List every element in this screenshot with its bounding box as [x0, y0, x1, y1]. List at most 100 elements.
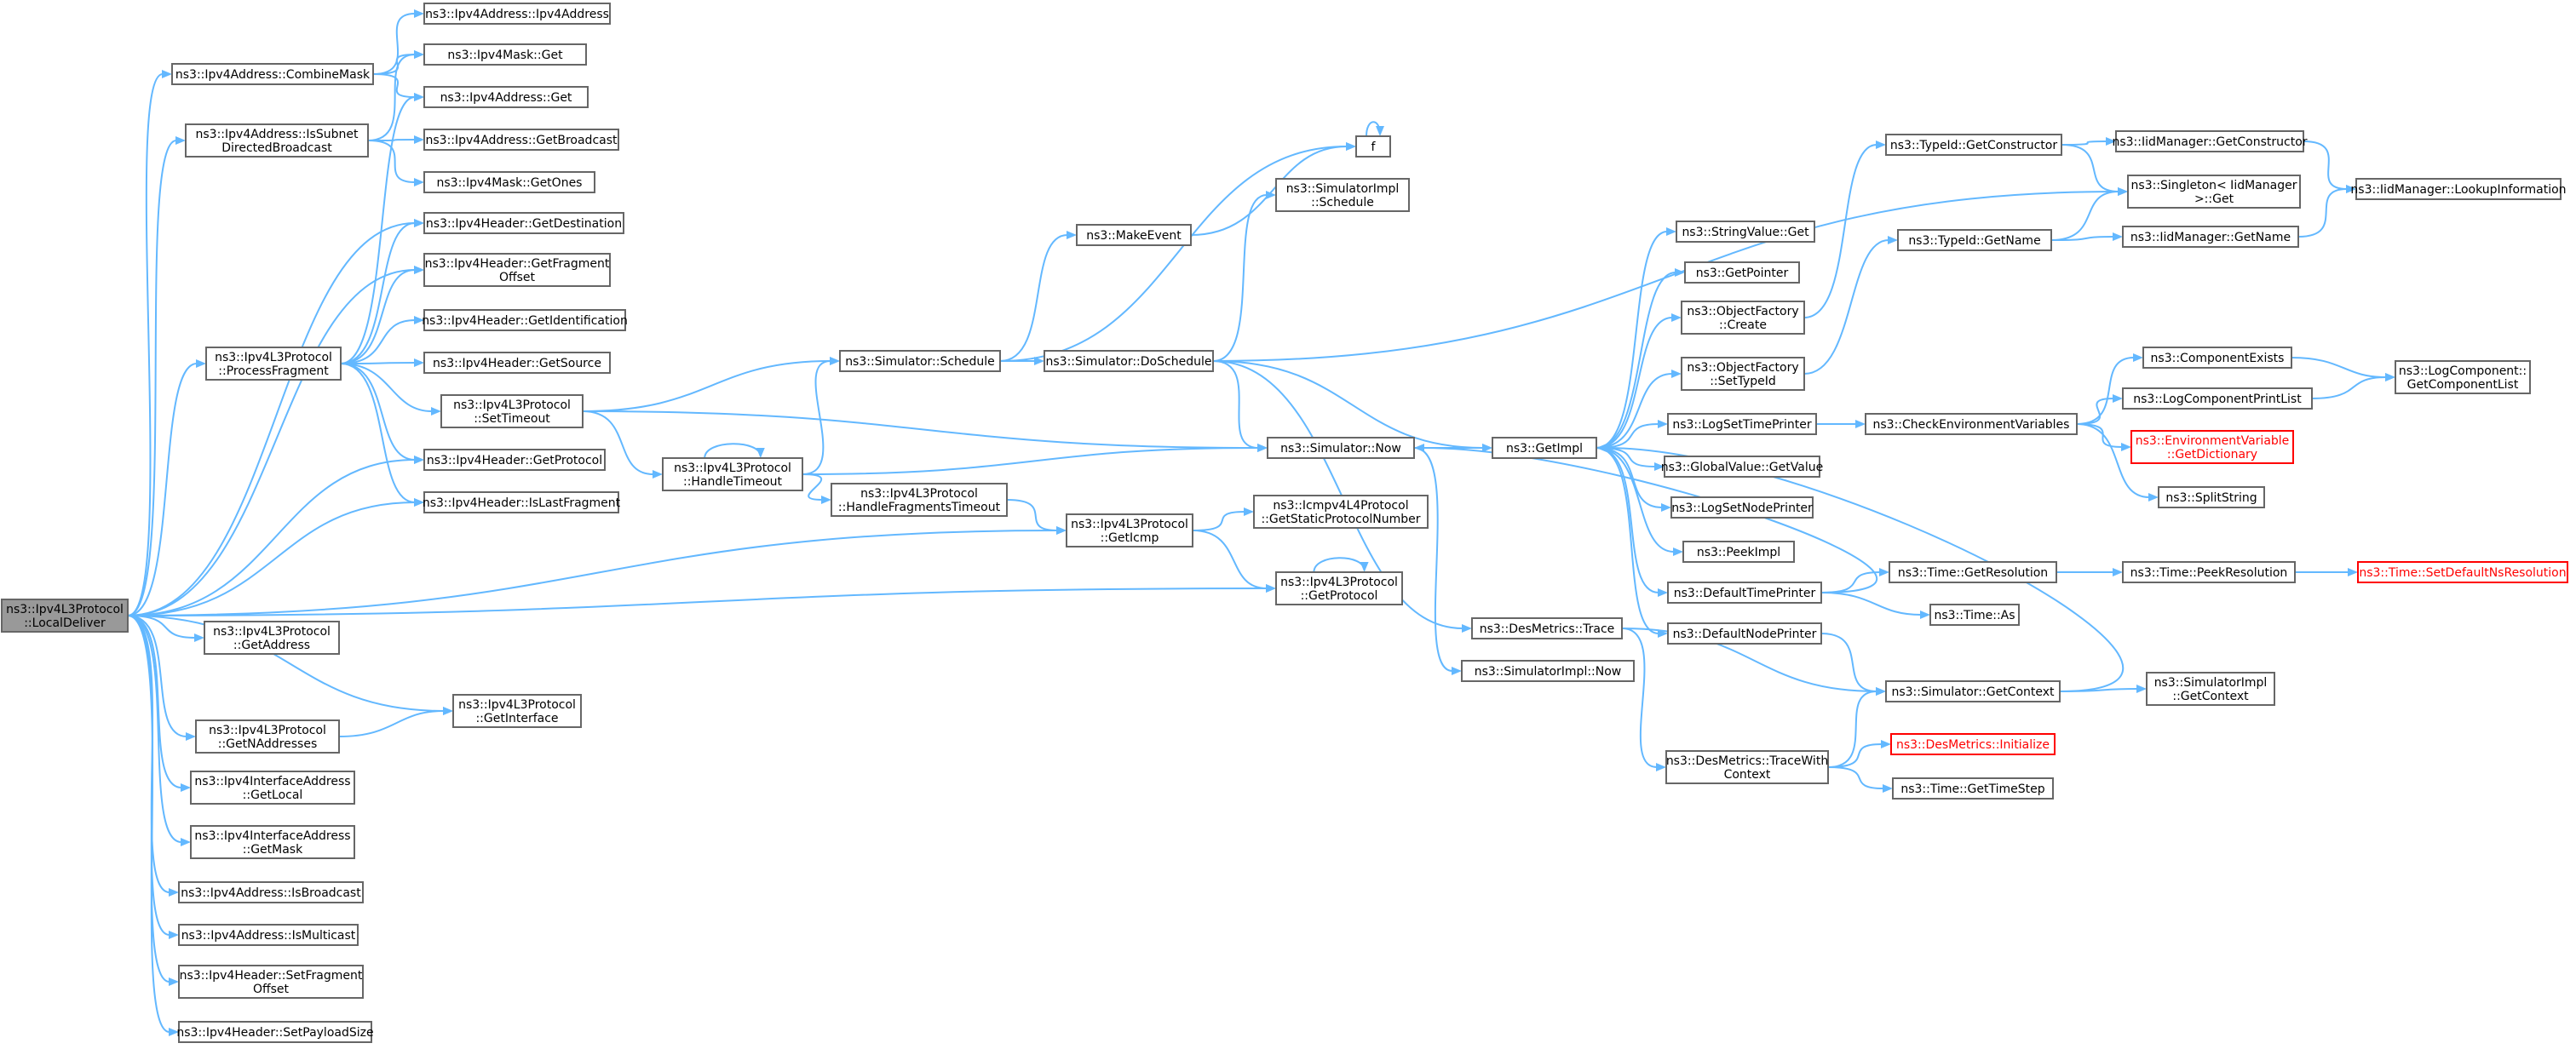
node-get-interface[interactable]: ns3::Ipv4L3Protocol::GetInterface — [452, 694, 582, 728]
node-getpointer[interactable]: ns3::GetPointer — [1684, 261, 1800, 284]
edge-root-to-combine_mask-arrowhead — [162, 70, 172, 78]
node-sim-doschedule[interactable]: ns3::Simulator::DoSchedule — [1044, 350, 1214, 372]
node-addr-get[interactable]: ns3::Ipv4Address::Get — [423, 86, 589, 108]
node-hdr-get-dest[interactable]: ns3::Ipv4Header::GetDestination — [423, 212, 624, 234]
node-get-address[interactable]: ns3::Ipv4L3Protocol::GetAddress — [204, 621, 340, 655]
node-simimpl-now[interactable]: ns3::SimulatorImpl::Now — [1461, 660, 1635, 682]
node-mask-get[interactable]: ns3::Ipv4Mask::Get — [423, 43, 587, 66]
node-checkenv[interactable]: ns3::CheckEnvironmentVariables — [1865, 413, 2078, 435]
edge-root-to-hdr_set_payload-arrowhead — [169, 1028, 179, 1036]
node-defaulttimeprinter[interactable]: ns3::DefaultTimePrinter — [1667, 582, 1822, 604]
node-iidmgr-getconstructor[interactable]: ns3::IidManager::GetConstructor — [2112, 130, 2308, 152]
node-is-broadcast[interactable]: ns3::Ipv4Address::IsBroadcast — [178, 881, 364, 903]
node-component-exists[interactable]: ns3::ComponentExists — [2142, 347, 2292, 369]
edge-checkenv-to-splitstring-arrowhead — [2148, 493, 2159, 502]
node-objfactory-settypeid[interactable]: ns3::ObjectFactory::SetTypeId — [1681, 357, 1805, 391]
node-ifaddr-get-mask[interactable]: ns3::Ipv4InterfaceAddress::GetMask — [190, 825, 355, 859]
node-get-naddresses[interactable]: ns3::Ipv4L3Protocol::GetNAddresses — [195, 719, 340, 754]
edge-root-to-ifaddr_get_mask — [127, 615, 182, 843]
node-combine-mask[interactable]: ns3::Ipv4Address::CombineMask — [171, 63, 374, 85]
edge-sim_doschedule-to-singleton_get — [1212, 191, 2119, 362]
edge-root-to-hdr_get_protocol — [127, 459, 416, 616]
node-get-ones[interactable]: ns3::Ipv4Mask::GetOnes — [423, 171, 595, 193]
node-singleton-get[interactable]: ns3::Singleton< IidManager>::Get — [2127, 175, 2301, 209]
node-process-fragment[interactable]: ns3::Ipv4L3Protocol::ProcessFragment — [205, 347, 342, 381]
node-sim-now[interactable]: ns3::Simulator::Now — [1267, 437, 1415, 459]
node-sim-schedule[interactable]: ns3::Simulator::Schedule — [839, 350, 1001, 372]
node-peekimpl[interactable]: ns3::PeekImpl — [1682, 541, 1795, 563]
edge-defaulttimeprinter-to-time_as-arrowhead — [1920, 610, 1930, 619]
node-hdr-get-protocol[interactable]: ns3::Ipv4Header::GetProtocol — [423, 449, 606, 471]
node-globalvalue-getvalue[interactable]: ns3::GlobalValue::GetValue — [1661, 456, 1823, 478]
node-getimpl[interactable]: ns3::GetImpl — [1492, 437, 1597, 459]
edge-process_fragment-to-hdr_get_ident-arrowhead — [414, 316, 424, 324]
node-label: ::GetInterface — [475, 712, 558, 725]
edge-process_fragment-to-addr_get-arrowhead — [414, 93, 424, 101]
node-hdr-get-ident[interactable]: ns3::Ipv4Header::GetIdentification — [422, 309, 628, 331]
node-time-setdefaultnsres[interactable]: ns3::Time::SetDefaultNsResolution — [2357, 561, 2568, 583]
node-splitstring[interactable]: ns3::SplitString — [2158, 486, 2265, 508]
node-simimpl-getcontext[interactable]: ns3::SimulatorImpl::GetContext — [2146, 672, 2275, 706]
node-label: ns3::EnvironmentVariable — [2136, 434, 2290, 448]
node-simimpl-schedule[interactable]: ns3::SimulatorImpl::Schedule — [1275, 178, 1410, 212]
node-root[interactable]: ns3::Ipv4L3Protocol::LocalDeliver — [1, 599, 129, 633]
node-envvar-getdict[interactable]: ns3::EnvironmentVariable::GetDictionary — [2130, 430, 2294, 464]
node-f[interactable]: f — [1355, 135, 1391, 158]
node-typeid-getconstructor[interactable]: ns3::TypeId::GetConstructor — [1885, 134, 2062, 156]
edge-combine_mask-to-addr_get — [372, 73, 416, 98]
node-time-as[interactable]: ns3::Time::As — [1929, 604, 2020, 626]
node-is-subnet[interactable]: ns3::Ipv4Address::IsSubnetDirectedBroadc… — [185, 123, 369, 158]
node-sim-getcontext[interactable]: ns3::Simulator::GetContext — [1885, 680, 2061, 702]
node-get-protocol[interactable]: ns3::Ipv4L3Protocol::GetProtocol — [1275, 571, 1403, 605]
edge-process_fragment-to-set_timeout-arrowhead — [431, 407, 441, 416]
node-hdr-get-source[interactable]: ns3::Ipv4Header::GetSource — [423, 352, 611, 374]
node-desmetrics-trace[interactable]: ns3::DesMetrics::Trace — [1471, 617, 1623, 639]
node-is-multicast[interactable]: ns3::Ipv4Address::IsMulticast — [178, 924, 359, 946]
edge-checkenv-to-splitstring — [2076, 423, 2150, 498]
node-handle-frag-timeout[interactable]: ns3::Ipv4L3Protocol::HandleFragmentsTime… — [831, 483, 1008, 517]
node-label: ns3::DefaultNodePrinter — [1673, 628, 1817, 641]
node-objfactory-create[interactable]: ns3::ObjectFactory::Create — [1681, 301, 1805, 335]
node-icmp-get-static[interactable]: ns3::Icmpv4L4Protocol::GetStaticProtocol… — [1253, 495, 1429, 529]
node-logsetnodeprinter[interactable]: ns3::LogSetNodePrinter — [1670, 496, 1814, 519]
edge-get_naddresses-to-get_interface-arrowhead — [443, 707, 453, 715]
node-get-icmp[interactable]: ns3::Ipv4L3Protocol::GetIcmp — [1066, 513, 1193, 547]
edge-sim_now-to-getimpl-arrowhead — [1482, 444, 1492, 452]
node-logcomponentprintlist[interactable]: ns3::LogComponentPrintList — [2122, 387, 2313, 410]
function-nodes: ns3::Ipv4L3Protocol::LocalDeliverns3::Ip… — [1, 3, 2568, 1043]
node-label: ns3::Ipv4Header::GetIdentification — [422, 314, 628, 328]
edge-sim_doschedule-to-sim_now-arrowhead — [1257, 444, 1268, 452]
node-logcomponent-getlist[interactable]: ns3::LogComponent::GetComponentList — [2395, 360, 2531, 394]
node-ifaddr-get-local[interactable]: ns3::Ipv4InterfaceAddress::GetLocal — [190, 771, 355, 805]
node-get-broadcast[interactable]: ns3::Ipv4Address::GetBroadcast — [423, 129, 619, 151]
edge-sim_getcontext-to-simimpl_getcontext — [2059, 688, 2138, 692]
node-set-timeout[interactable]: ns3::Ipv4L3Protocol::SetTimeout — [440, 394, 584, 428]
node-stringvalue-get[interactable]: ns3::StringValue::Get — [1676, 221, 1815, 243]
node-box — [1044, 350, 1214, 372]
node-hdr-set-payload[interactable]: ns3::Ipv4Header::SetPayloadSize — [176, 1021, 374, 1043]
node-label: ns3::GetPointer — [1696, 267, 1789, 280]
node-hdr-is-last-frag[interactable]: ns3::Ipv4Header::IsLastFragment — [423, 491, 621, 513]
node-desmetrics-init[interactable]: ns3::DesMetrics::Initialize — [1890, 733, 2056, 755]
node-iidmgr-getname[interactable]: ns3::IidManager::GetName — [2122, 226, 2299, 248]
node-defaultnodeprinter[interactable]: ns3::DefaultNodePrinter — [1667, 622, 1822, 645]
edge-handle_frag_timeout-to-get_icmp-arrowhead — [1056, 526, 1067, 535]
node-time-gettimestep[interactable]: ns3::Time::GetTimeStep — [1892, 777, 2054, 800]
node-time-getresolution[interactable]: ns3::Time::GetResolution — [1889, 561, 2057, 583]
node-iidmgr-lookupinfo[interactable]: ns3::IidManager::LookupInformation — [2350, 178, 2567, 200]
node-box — [423, 171, 595, 193]
node-ipv4addr-ctor[interactable]: ns3::Ipv4Address::Ipv4Address — [423, 3, 611, 25]
edge-set_timeout-to-handle_timeout-arrowhead — [653, 470, 663, 479]
edge-defaulttimeprinter-to-sim_now-arrowhead — [1414, 444, 1424, 452]
node-typeid-getname[interactable]: ns3::TypeId::GetName — [1897, 229, 2052, 251]
node-make-event[interactable]: ns3::MakeEvent — [1076, 224, 1192, 246]
node-logsettimeprinter[interactable]: ns3::LogSetTimePrinter — [1667, 413, 1817, 435]
node-label: ns3::ObjectFactory — [1687, 361, 1798, 375]
edge-handle_timeout-to-sim_schedule — [802, 360, 831, 475]
node-time-peekresolution[interactable]: ns3::Time::PeekResolution — [2122, 561, 2296, 583]
node-handle-timeout[interactable]: ns3::Ipv4L3Protocol::HandleTimeout — [662, 457, 803, 491]
edge-process_fragment-to-hdr_get_dest-arrowhead — [414, 219, 424, 227]
